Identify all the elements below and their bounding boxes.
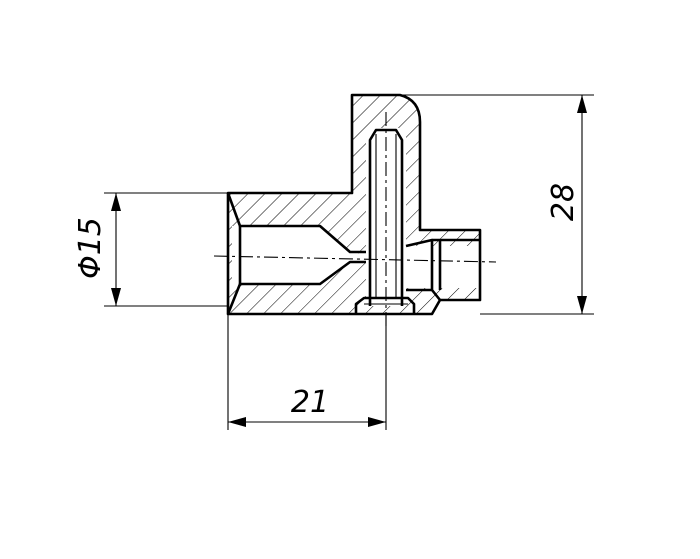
dimension-diameter: Φ15: [73, 192, 228, 307]
diameter-label: Φ15: [73, 217, 108, 279]
arrow-down: [577, 296, 587, 314]
length-label: 21: [291, 385, 329, 420]
part-section: [226, 93, 482, 316]
bore-outline: [226, 192, 366, 315]
centerlines: [213, 112, 497, 330]
arrow-up: [577, 95, 587, 113]
axis-horizontal: [213, 255, 497, 263]
arrow-left: [228, 417, 246, 427]
height-label: 28: [546, 183, 581, 221]
nut-clear: [406, 246, 480, 288]
dimension-length: 21: [227, 314, 387, 430]
arrow-right: [368, 417, 386, 427]
dimension-height: 28: [400, 94, 594, 315]
tube-bore: [232, 226, 358, 284]
arrow-up: [111, 193, 121, 211]
arrow-down: [111, 288, 121, 306]
